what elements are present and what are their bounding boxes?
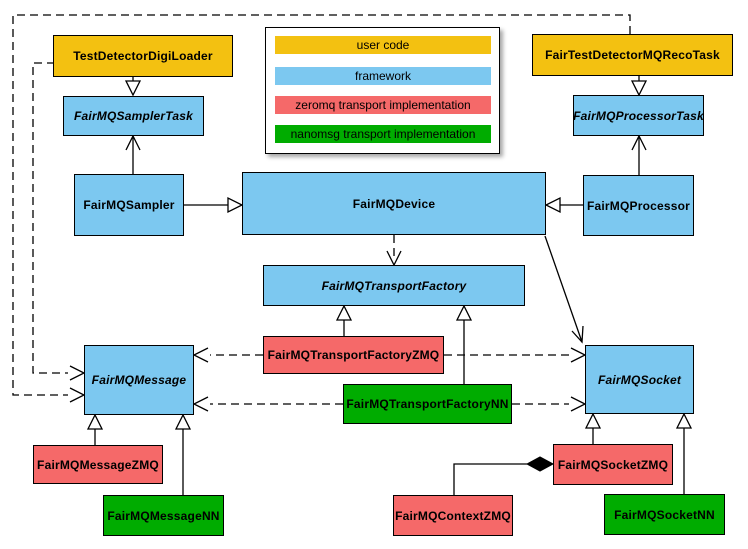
box-label: FairMQProcessor [586,198,691,213]
box-label: FairMQTransportFactoryZMQ [267,348,440,362]
box-label: FairMQSocket [597,372,682,387]
edge-transportfactorynn-to-message [192,396,343,412]
edge-socketzmq-to-contextzmq-composition [453,456,555,495]
box-label: TestDetectorDigiLoader [73,49,213,63]
edge-transportfactoryzmq-to-socket [444,347,587,363]
edge-transportfactoryzmq-to-message [192,347,263,363]
box-fairmq-processor: FairMQProcessor [583,175,694,236]
edge-messagenn-to-message [174,413,192,495]
box-fairmq-socket: FairMQSocket [585,345,694,414]
box-label: FairMQContextZMQ [395,508,511,523]
box-fairmq-message: FairMQMessage [84,345,194,415]
box-fairmq-socket-zmq: FairMQSocketZMQ [553,444,673,485]
legend: user code framework zeromq transport imp… [265,27,500,154]
edge-device-to-socket [544,235,584,344]
edge-processor-to-processortask [631,134,647,175]
box-label: FairTestDetectorMQRecoTask [545,48,720,62]
box-label: FairMQMessageZMQ [37,457,159,472]
legend-label: framework [354,69,411,83]
box-fairmq-transport-factory-zmq: FairMQTransportFactoryZMQ [263,336,444,374]
box-fairmq-processor-task: FairMQProcessorTask [573,95,704,136]
edge-sampler-to-device [184,196,244,214]
box-fair-test-detector-mq-reco-task: FairTestDetectorMQRecoTask [532,34,733,76]
edge-transportfactorynn-to-transportfactory [455,304,473,384]
edge-processor-to-device [544,196,583,214]
box-fairmq-transport-factory: FairMQTransportFactory [263,265,525,306]
box-label: FairMQDevice [352,196,436,211]
box-label: FairMQSampler [83,198,175,212]
box-fairmq-socket-nn: FairMQSocketNN [604,494,725,535]
box-label: FairMQSamplerTask [74,109,193,123]
box-test-detector-digi-loader: TestDetectorDigiLoader [53,35,233,77]
box-label: FairMQTransportFactory [321,278,467,293]
legend-label: zeromq transport implementation [295,98,471,112]
edge-messagezmq-to-message [86,413,104,445]
legend-swatch-framework: framework [275,67,491,85]
box-label: FairMQProcessorTask [573,108,704,123]
edge-socketnn-to-socket [675,412,693,494]
box-fairmq-transport-factory-nn: FairMQTransportFactoryNN [343,384,512,424]
edge-sampler-to-samplertask [125,134,141,174]
legend-swatch-nanomsg: nanomsg transport implementation [275,125,491,143]
edge-device-to-transportfactory [386,235,402,267]
box-fairmq-context-zmq: FairMQContextZMQ [393,495,513,536]
box-label: FairMQMessage [91,373,187,387]
box-fairmq-device: FairMQDevice [242,172,546,235]
legend-swatch-zeromq: zeromq transport implementation [275,96,491,114]
legend-label: nanomsg transport implementation [290,127,476,141]
edge-transportfactoryzmq-to-transportfactory [335,304,353,336]
box-label: FairMQMessageNN [107,508,220,523]
box-label: FairMQSocketNN [614,507,715,522]
edge-socketzmq-to-socket [584,412,602,444]
edge-transportfactorynn-to-socket [512,396,587,412]
box-fairmq-sampler: FairMQSampler [74,174,184,236]
legend-label: user code [356,38,410,52]
box-label: FairMQTransportFactoryNN [346,397,509,411]
box-label: FairMQSocketZMQ [557,457,669,472]
box-fairmq-message-nn: FairMQMessageNN [103,495,224,536]
edge-digiloader-to-samplertask [124,77,142,97]
edge-recotask-to-processortask [630,76,648,97]
legend-swatch-user-code: user code [275,36,491,54]
box-fairmq-message-zmq: FairMQMessageZMQ [33,445,163,484]
box-fairmq-sampler-task: FairMQSamplerTask [63,96,204,136]
